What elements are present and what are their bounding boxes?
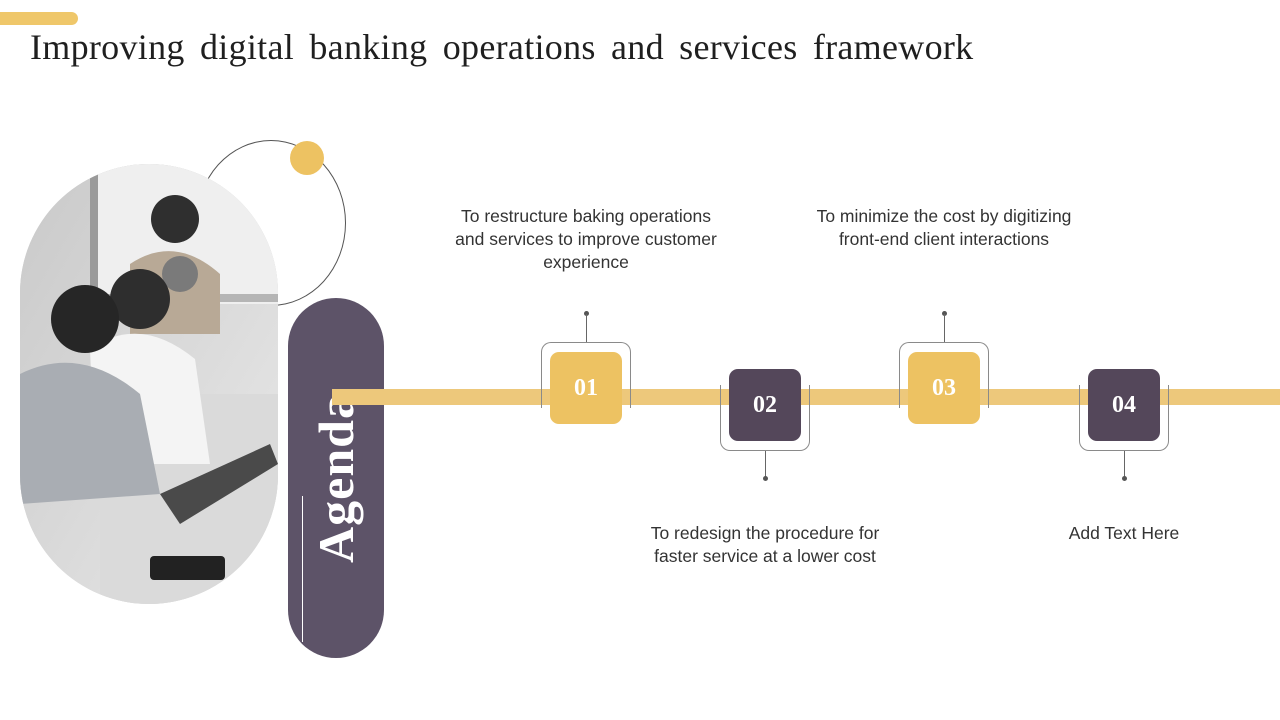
agenda-label: Agenda: [308, 393, 364, 563]
step-3-connector-line: [944, 314, 945, 342]
step-2-description: To redesign the procedure for faster ser…: [650, 523, 880, 566]
step-1-frame: [541, 342, 631, 408]
step-2-badge: 02: [729, 369, 801, 441]
team-photo: [20, 164, 278, 604]
step-1-connector-line: [586, 314, 587, 342]
step-4-description: Add Text Here: [1068, 523, 1180, 543]
decorative-dot: [290, 141, 324, 175]
step-2-connector-line: [765, 451, 766, 477]
step-3-connector-dot: [942, 311, 947, 316]
step-3-badge: 03: [908, 352, 980, 424]
step-3-description: To minimize the cost by digitizing front…: [816, 206, 1072, 249]
step-4-connector-dot: [1122, 476, 1127, 481]
step-3-frame: [899, 342, 989, 408]
step-4-frame: [1079, 385, 1169, 451]
step-2-frame: [720, 385, 810, 451]
agenda-divider-line: [302, 496, 303, 642]
step-2-connector-dot: [763, 476, 768, 481]
agenda-pill: [288, 298, 384, 658]
step-4-connector-line: [1124, 451, 1125, 477]
title-accent-bar: [0, 12, 78, 25]
step-4-badge: 04: [1088, 369, 1160, 441]
step-1-description: To restructure baking operations and ser…: [455, 206, 717, 272]
step-1-connector-dot: [584, 311, 589, 316]
step-1-badge: 01: [550, 352, 622, 424]
slide-title: Improving digital banking operations and…: [30, 27, 974, 67]
